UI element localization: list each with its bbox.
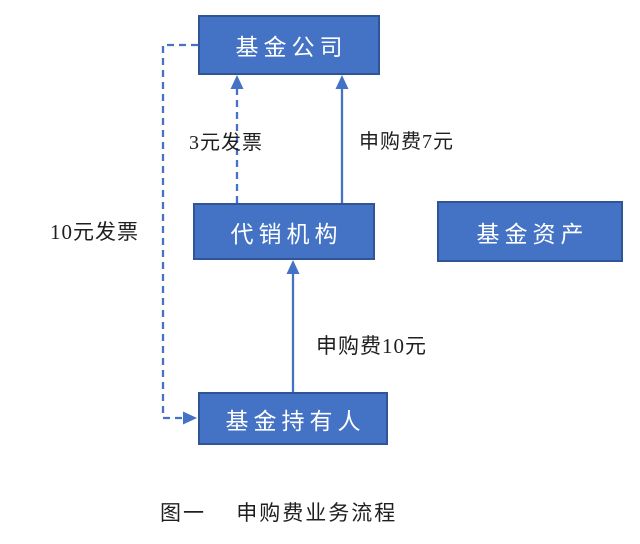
figure-caption: 图一 申购费业务流程 — [160, 501, 398, 525]
node-fund-holder-label: 基金持有人 — [225, 408, 366, 434]
node-fund-company-label: 基金公司 — [235, 35, 348, 60]
edge-label-invoice10: 10元发票 — [50, 220, 139, 244]
node-fund-assets: 基金资产 — [437, 201, 623, 262]
node-distributor: 代销机构 — [193, 203, 375, 260]
node-distributor-label: 代销机构 — [230, 221, 343, 247]
node-fund-holder: 基金持有人 — [198, 392, 388, 445]
node-fund-company: 基金公司 — [198, 15, 380, 75]
node-fund-assets-label: 基金资产 — [476, 221, 589, 247]
arrow-fee7-head — [335, 75, 349, 89]
edge-label-invoice3: 3元发票 — [189, 132, 263, 154]
arrow-invoice10-line — [161, 43, 198, 420]
edge-label-fee7: 申购费7元 — [359, 131, 454, 153]
edge-label-fee10: 申购费10元 — [316, 334, 427, 358]
arrow-fee10-head — [286, 260, 300, 274]
arrow-invoice10-head — [183, 411, 197, 425]
arrow-invoice3-head — [230, 75, 244, 89]
